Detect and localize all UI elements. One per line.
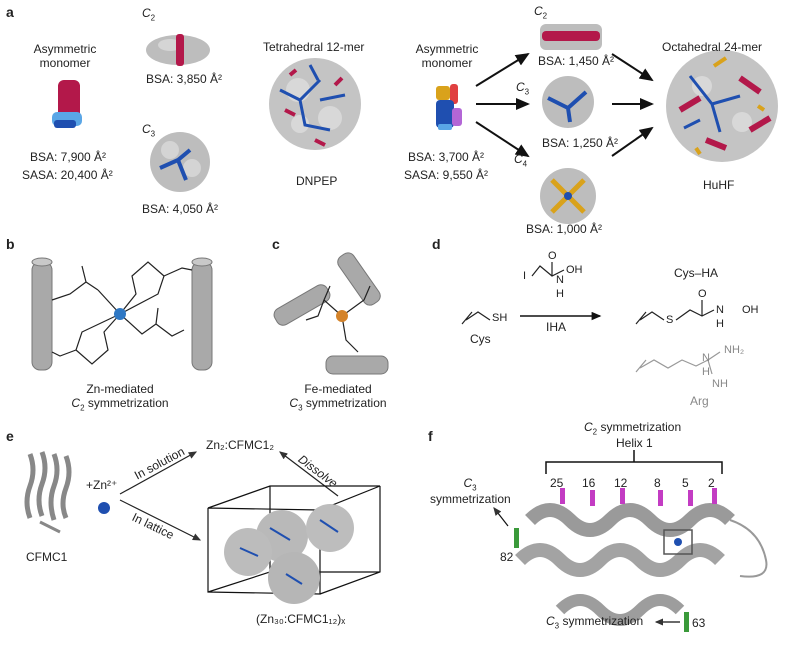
residue-5: 5 (682, 476, 689, 490)
panel-label-f: f (428, 428, 433, 444)
right-c2-label: C2 (534, 4, 548, 21)
right-c3-bsa: BSA: 1,250 Å² (542, 136, 619, 150)
left-c2-label: C2 (142, 6, 156, 23)
product-atom-h: H (716, 318, 724, 330)
right-c3-trimer (542, 76, 594, 128)
dnpep-label: DNPEP (296, 174, 338, 188)
right-c4-tetramer (540, 168, 596, 224)
product-atom-o: O (698, 288, 707, 300)
left-monomer-title: Asymmetric monomer (33, 42, 97, 70)
left-c2-dimer (146, 34, 210, 66)
product-atom-n: N (716, 304, 724, 316)
f-left-symmetrization: C3 symmetrization (430, 476, 511, 507)
panel-c-caption: Fe-mediated C3 symmetrization (289, 382, 387, 413)
panel-label-c: c (272, 236, 280, 252)
right-monomer-sasa: SASA: 9,550 Å² (404, 168, 489, 182)
right-c4-bsa: BSA: 1,000 Å² (526, 222, 603, 236)
residue-12: 12 (614, 476, 628, 490)
arg-label: Arg (690, 394, 709, 408)
panel-label-e: e (6, 428, 14, 444)
left-monomer-bsa: BSA: 7,900 Å² (30, 150, 107, 164)
right-c3-label: C3 (516, 80, 530, 97)
right-monomer-structure (436, 84, 462, 130)
f-top-symmetrization: C2 symmetrization (584, 420, 682, 437)
panel-label-b: b (6, 236, 15, 252)
lattice-product-label: (Zn₃₀:CFMC1₁₂)ₓ (256, 612, 346, 626)
huhf-label: HuHF (703, 178, 735, 192)
right-monomer-title: Asymmetric monomer (415, 42, 479, 70)
residue-2: 2 (708, 476, 715, 490)
panel-d-reaction (461, 262, 721, 375)
left-c3-trimer (150, 132, 210, 192)
residue-25: 25 (550, 476, 564, 490)
iha-atom-o: O (548, 250, 557, 262)
cys-label: Cys (470, 332, 491, 346)
residue-16: 16 (582, 476, 596, 490)
right-c2-dimer (540, 24, 602, 50)
arg-atom-nh2: NH₂ (724, 344, 745, 356)
cfmc1-structure (24, 451, 72, 534)
reagent-label: IHA (546, 320, 567, 334)
iha-atom-i: I (523, 270, 527, 282)
product-label: Cys–HA (674, 266, 719, 280)
panel-b-zn-complex (31, 257, 213, 371)
zn2-product-label: Zn₂:CFMC1₂ (206, 438, 274, 452)
iha-atom-h: H (556, 288, 564, 300)
residue-82: 82 (500, 550, 514, 564)
panel-f-graphics (493, 450, 768, 632)
product-atom-oh: OH (742, 304, 759, 316)
panel-c-fe-complex (273, 252, 389, 375)
arg-atom-h: H (702, 366, 710, 378)
residue-8: 8 (654, 476, 661, 490)
product-atom-s: S (666, 314, 674, 326)
octahedral-24mer (666, 50, 778, 162)
right-c2-bsa: BSA: 1,450 Å² (538, 54, 615, 68)
zinc-label: +Zn²⁺ (86, 478, 118, 492)
left-c3-label: C3 (142, 122, 156, 139)
arg-atom-nh: NH (712, 378, 728, 390)
left-monomer-structure (52, 80, 82, 128)
residue-63: 63 (692, 616, 706, 630)
left-c2-bsa: BSA: 3,850 Å² (146, 72, 223, 86)
panel-b-caption: Zn-mediated C2 symmetrization (71, 382, 169, 413)
helix-1-label: Helix 1 (616, 436, 653, 450)
left-c3-bsa: BSA: 4,050 Å² (142, 202, 219, 216)
left-monomer-sasa: SASA: 20,400 Å² (22, 168, 113, 182)
zinc-ion-icon (98, 502, 110, 514)
iha-atom-oh: OH (566, 264, 583, 276)
iha-atom-n: N (556, 274, 564, 286)
panel-e-graphics (24, 451, 381, 604)
tetrahedral-title: Tetrahedral 12-mer (263, 40, 365, 54)
panel-label-a: a (6, 4, 14, 20)
cfmc1-label: CFMC1 (26, 550, 68, 564)
arg-atom-n: N (702, 352, 710, 364)
right-c4-label: C4 (514, 152, 528, 169)
right-monomer-bsa: BSA: 3,700 Å² (408, 150, 485, 164)
cys-atom-sh: SH (492, 312, 508, 324)
octahedral-title: Octahedral 24-mer (662, 40, 763, 54)
f-bottom-symmetrization: C3 symmetrization (546, 614, 644, 631)
tetrahedral-12mer (269, 58, 361, 150)
panel-label-d: d (432, 236, 441, 252)
